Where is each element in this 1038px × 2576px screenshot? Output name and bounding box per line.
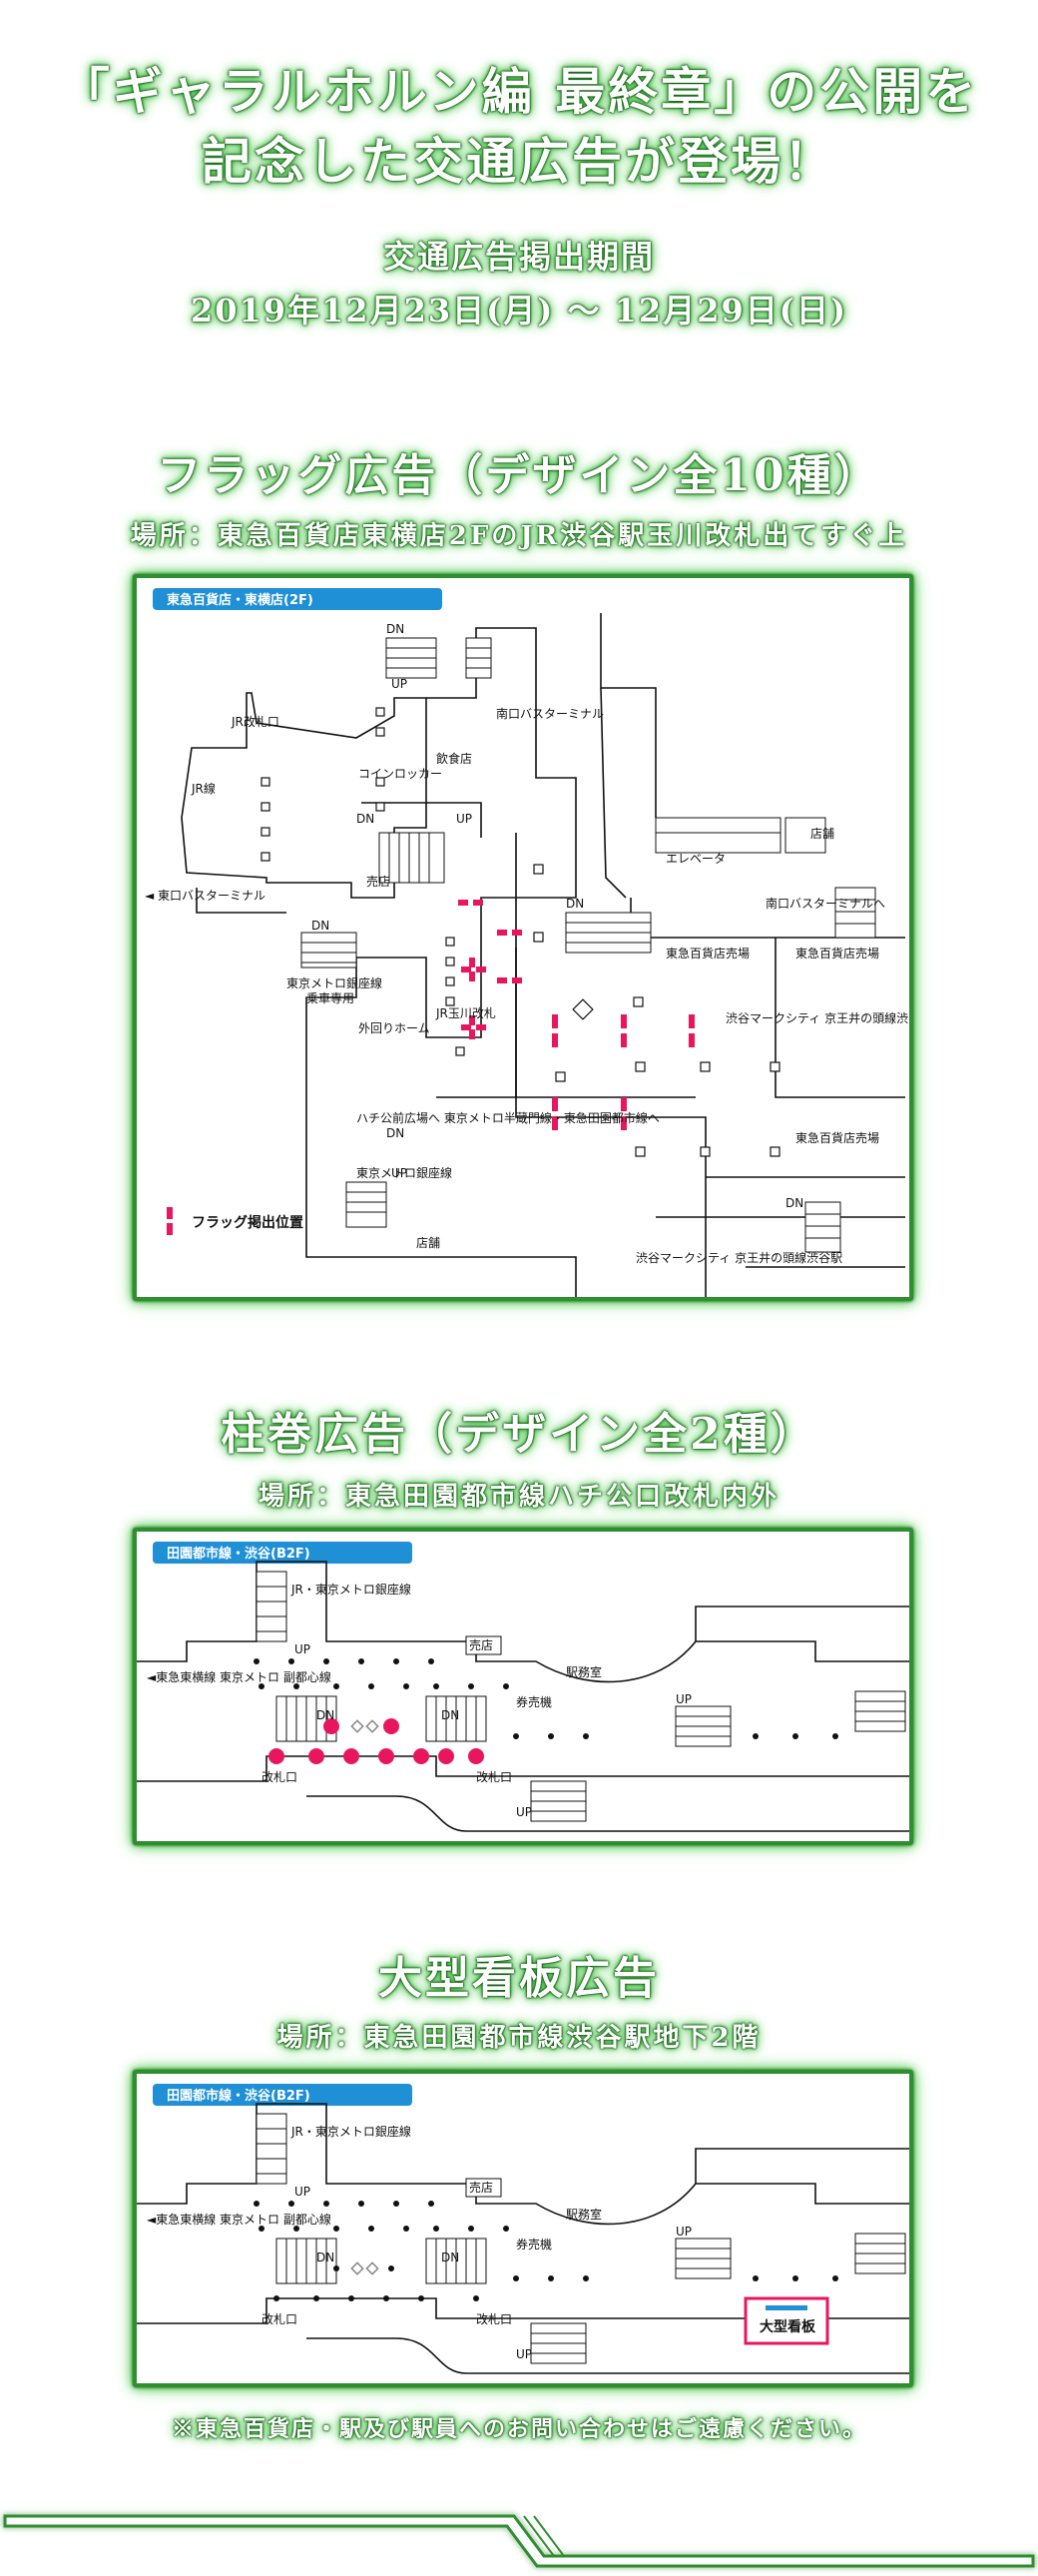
- label-coin-locker: コインロッカー: [358, 767, 442, 781]
- pillar-section-location: 場所：東急田園都市線ハチ公口改札内外: [258, 1482, 779, 1512]
- label-hachiko: ハチ公前広場へ 東京メトロ半蔵門線・東急田園都市線へ: [356, 1110, 660, 1125]
- label-dept-sales-1: 東急百貨店売場: [666, 946, 750, 961]
- label-mark-city-bottom: 渋谷マークシティ 京王井の頭線渋谷駅: [636, 1250, 842, 1265]
- flag-map: 東急百貨店・東横店(2F): [133, 574, 913, 1301]
- label-dn-1: DN: [386, 622, 404, 636]
- flag-section-location: 場所：東急百貨店東横店2FのJR渋谷駅玉川改札出てすぐ上: [130, 521, 908, 551]
- label-transfer-only: 乗車専用: [306, 991, 354, 1005]
- billboard-label-gate-right: 改札口: [476, 2312, 512, 2326]
- label-jr-tamagawa: JR玉川改札: [435, 1006, 496, 1020]
- flag-floor-plan: 東急百貨店・東横店(2F): [145, 588, 909, 1297]
- pillar-label-toyoko: ◄東急東横線 東京メトロ 副都心線: [147, 1669, 331, 1684]
- billboard-map: 田園都市線・渋谷(B2F): [133, 2070, 913, 2387]
- label-jr-platform: 外回りホーム: [358, 1021, 430, 1035]
- pillar-label-gate-left: 改札口: [261, 1770, 297, 1784]
- billboard-section-title: 大型看板広告: [378, 1953, 660, 2004]
- label-shop-bottom: 店舗: [416, 1236, 440, 1250]
- billboard-map-header: 田園都市線・渋谷(B2F): [167, 2088, 310, 2104]
- flag-map-header-bar: [153, 588, 442, 610]
- footer-note: ※東急百貨店・駅及び駅員へのお問い合わせはご遠慮ください。: [171, 2416, 866, 2442]
- pillar-label-station-office: 駅務室: [566, 1664, 602, 1679]
- label-dn-2: DN: [356, 812, 374, 826]
- bottom-decoration: [3, 2514, 1035, 2568]
- label-south-bus-terminal: 南口バスターミナルへ: [766, 896, 885, 911]
- label-elevator: エレベータ: [666, 852, 726, 866]
- billboard-label-jr-metro: JR・東京メトロ銀座線: [290, 2124, 411, 2139]
- label-mark-city: 渋谷マークシティ 京王井の頭線渋谷駅: [726, 1010, 909, 1025]
- pillar-floor-plan: 田園都市線・渋谷(B2F): [137, 1542, 909, 1832]
- label-dn-3: DN: [311, 919, 329, 933]
- label-dn-6: DN: [785, 1196, 803, 1210]
- pillar-label-jr-metro: JR・東京メトロ銀座線: [290, 1582, 411, 1597]
- flag-legend: フラッグ掲出位置: [192, 1214, 303, 1231]
- billboard-label-toyoko: ◄東急東横線 東京メトロ 副都心線: [147, 2212, 331, 2227]
- label-dept-sales-3: 東急百貨店売場: [795, 1130, 879, 1145]
- billboard-position: [766, 2305, 807, 2310]
- page-title-line-1: 「ギャラルホルン編 最終章」の公開を: [59, 62, 979, 121]
- billboard-label-dn-2: DN: [441, 2251, 459, 2264]
- billboard-label-station-office: 駅務室: [566, 2207, 602, 2222]
- period-label: 交通広告掲出期間: [382, 238, 655, 276]
- label-dept-sales-2: 東急百貨店売場: [795, 946, 879, 961]
- flag-map-header: 東急百貨店・東横店(2F): [167, 592, 313, 608]
- pillar-map-header-bar: [153, 1542, 412, 1564]
- billboard-label-kiosk: 売店: [469, 2180, 493, 2195]
- label-up-1: UP: [391, 677, 407, 691]
- label-metro-ginza-line: 東京メトロ銀座線: [356, 1165, 452, 1180]
- label-up-2: UP: [456, 812, 472, 826]
- billboard-section-location: 場所：東急田園都市線渋谷駅地下2階: [276, 2023, 762, 2053]
- pillar-map-header: 田園都市線・渋谷(B2F): [167, 1546, 310, 1562]
- billboard-label-up-1: UP: [294, 2185, 310, 2199]
- label-east-bus: ◄ 東口バスターミナル: [145, 889, 265, 903]
- billboard-label-gate-left: 改札口: [261, 2312, 297, 2326]
- pillar-map: 田園都市線・渋谷(B2F): [133, 1528, 913, 1845]
- pillar-label-up-3: UP: [516, 1805, 532, 1819]
- label-kiosk: 売店: [366, 874, 390, 889]
- pillar-label-gate-right: 改札口: [476, 1770, 512, 1784]
- pillar-label-up-1: UP: [294, 1642, 310, 1656]
- billboard-floor-plan: 田園都市線・渋谷(B2F): [137, 2084, 909, 2374]
- billboard-map-header-bar: [153, 2084, 412, 2106]
- pillar-label-dn-1: DN: [316, 1708, 334, 1722]
- page-title-line-2: 記念した交通広告が登場！: [202, 132, 836, 191]
- label-south-bus: 南口バスターミナル: [496, 706, 604, 721]
- label-dn-4: DN: [386, 1126, 404, 1140]
- billboard-label-dn-1: DN: [316, 2251, 334, 2264]
- billboard-label: 大型看板: [760, 2318, 816, 2335]
- billboard-label-up-2: UP: [676, 2225, 692, 2239]
- pillar-label-up-2: UP: [676, 1692, 692, 1706]
- flag-section-title: フラッグ広告（デザイン全10種）: [157, 450, 881, 501]
- pillar-label-dn-2: DN: [441, 1708, 459, 1722]
- label-jr-line: JR線: [191, 781, 216, 796]
- label-dn-5: DN: [566, 897, 584, 911]
- label-metro-ginza: 東京メトロ銀座線: [286, 975, 382, 990]
- pillar-section-title: 柱巻広告（デザイン全2種）: [221, 1409, 817, 1460]
- billboard-label-up-3: UP: [516, 2347, 532, 2361]
- label-jr-gate: JR改札口: [231, 715, 279, 729]
- label-shop: 店舗: [810, 827, 834, 841]
- label-up-4: UP: [391, 1166, 407, 1180]
- period-dates: 2019年12月23日(月) 〜 12月29日(日): [190, 292, 848, 329]
- label-restaurant: 飲食店: [436, 751, 472, 766]
- pillar-label-kiosk: 売店: [469, 1637, 493, 1652]
- pillar-label-ticket-machine: 券売機: [516, 1694, 552, 1709]
- billboard-label-ticket-machine: 券売機: [516, 2237, 552, 2252]
